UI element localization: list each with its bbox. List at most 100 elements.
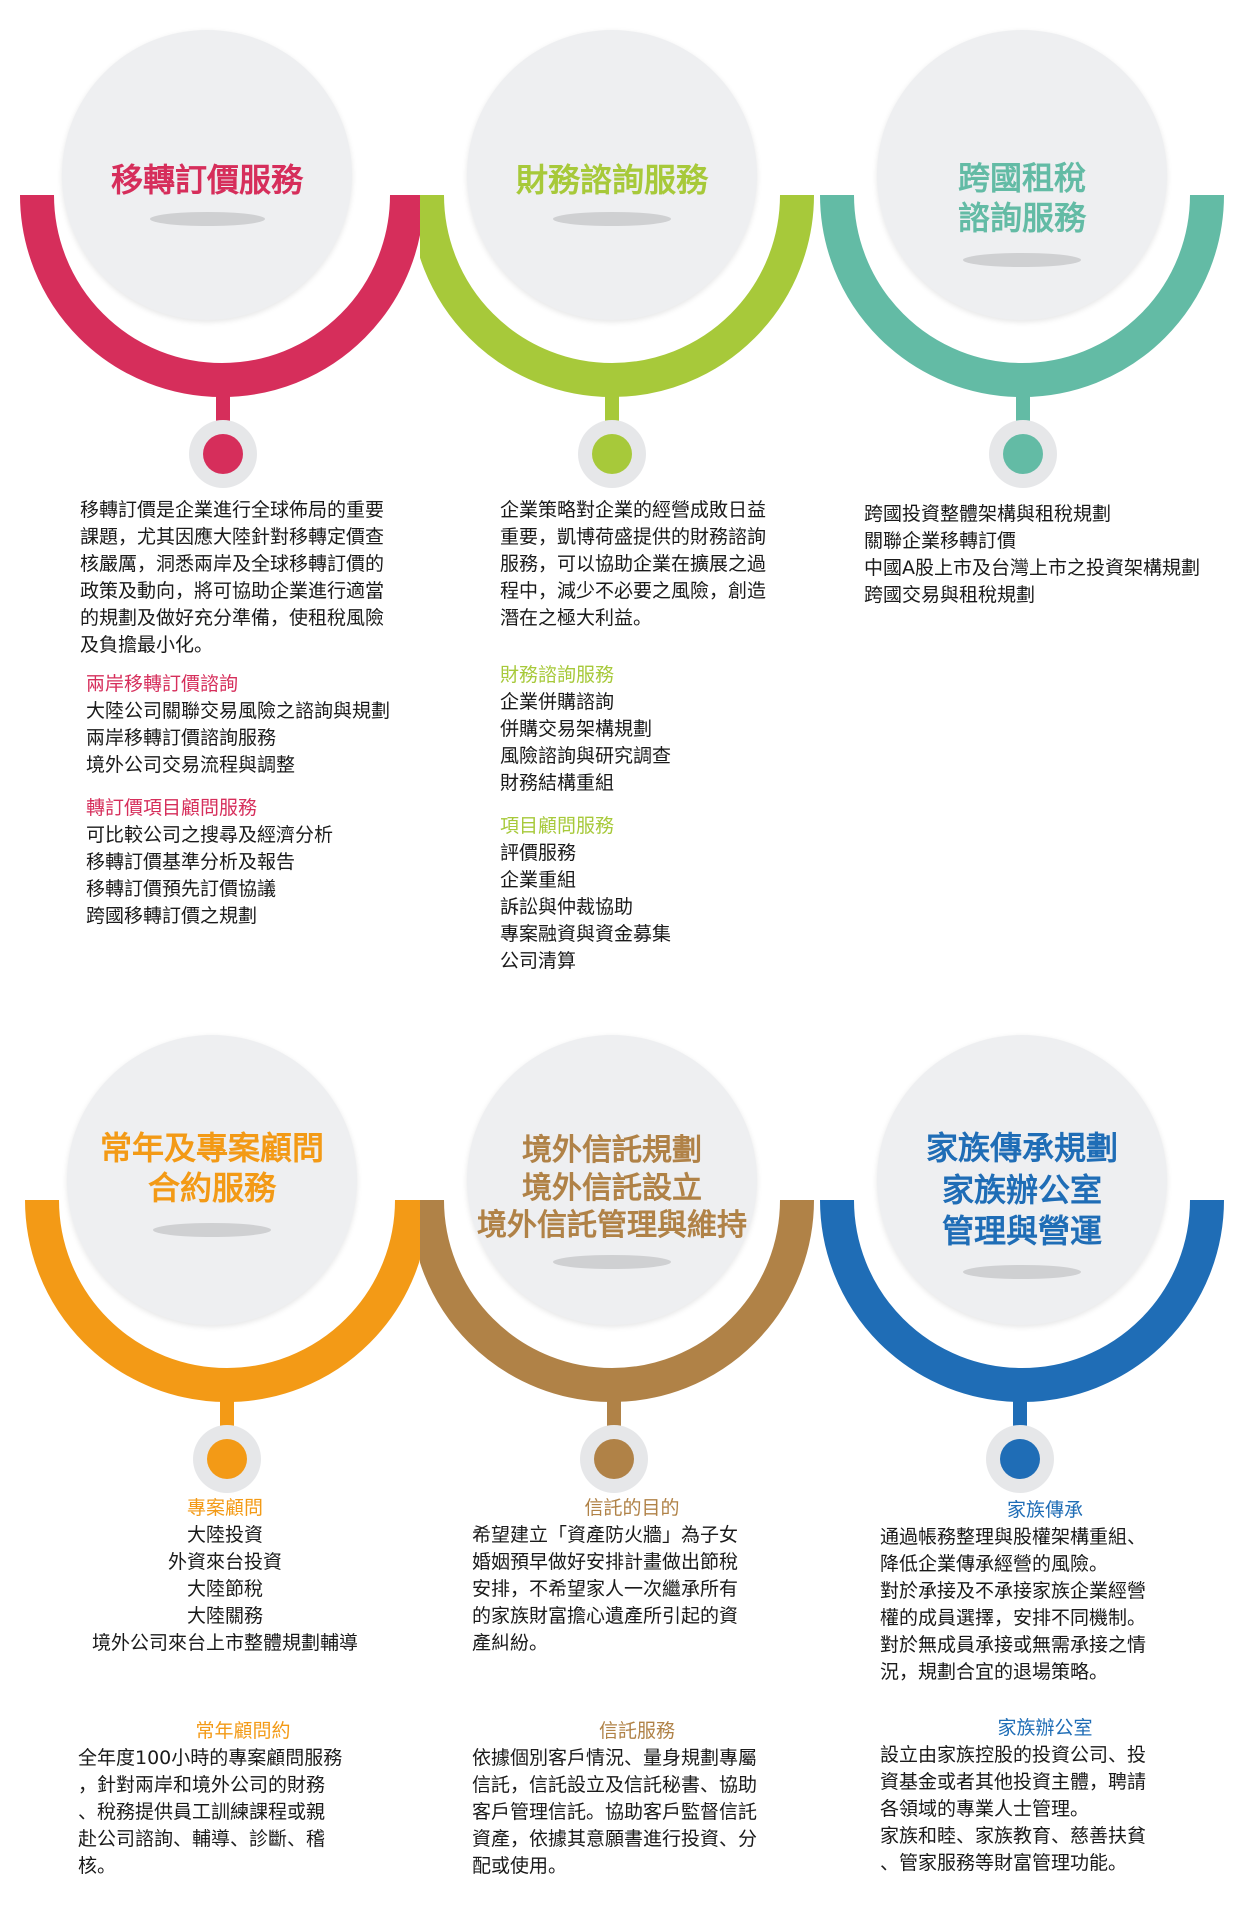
list-item: 赴公司諮詢、輔導、診斷、稽 bbox=[78, 1828, 326, 1850]
section-heading: 信託服務 bbox=[598, 1720, 675, 1742]
title-circle bbox=[62, 30, 352, 320]
title-shadow bbox=[153, 1223, 271, 1237]
list-item: 產糾紛。 bbox=[472, 1632, 549, 1654]
list-item: 權的成員選擇，安排不同機制。 bbox=[880, 1607, 1147, 1629]
list-item: 配或使用。 bbox=[472, 1855, 568, 1877]
connector-stem bbox=[607, 1385, 621, 1430]
list-item: 移轉訂價基準分析及報告 bbox=[86, 851, 296, 873]
service-financial-advisory: 財務諮詢服務 bbox=[420, 0, 840, 488]
advisory-contract-annual: 常年顧問約 全年度100小時的專案顧問服務 ，針對兩岸和境外公司的財務 、稅務提… bbox=[78, 1718, 408, 1880]
list-item: 兩岸移轉訂價諮詢服務 bbox=[86, 727, 277, 749]
connector-dot bbox=[592, 434, 632, 474]
service-title: 境外信託規劃 境外信託設立 境外信託管理與維持 bbox=[477, 1133, 747, 1243]
service-title: 常年及專案顧問 合約服務 bbox=[99, 1129, 324, 1207]
list-item: 大陸關務 bbox=[186, 1605, 263, 1627]
title-circle bbox=[467, 30, 757, 320]
list-item: 中國A股上市及台灣上市之投資架構規劃 bbox=[864, 557, 1200, 579]
family-heritage: 家族傳承 通過帳務整理與股權架構重組、 降低企業傳承經營的風險。 對於承接及不承… bbox=[880, 1497, 1210, 1686]
connector-stem bbox=[220, 1385, 234, 1430]
list-item: 客戶管理信託。協助客戶監督信託 bbox=[472, 1801, 758, 1823]
service-family-office: 家族傳承規劃 家族辦公室 管理與營運 bbox=[820, 1005, 1252, 1493]
title-shadow bbox=[553, 212, 671, 226]
title-shadow bbox=[963, 253, 1081, 267]
title-shadow bbox=[553, 1255, 671, 1269]
financial-advisory-sections: 財務諮詢服務 企業併購諮詢 併購交易架構規劃 風險諮詢與研究調查 財務結構重組 … bbox=[500, 662, 820, 975]
service-transfer-pricing: 移轉訂價服務 bbox=[0, 0, 420, 488]
service-title: 財務諮詢服務 bbox=[515, 161, 708, 199]
transfer-pricing-sections: 兩岸移轉訂價諮詢 大陸公司關聯交易風險之諮詢與規劃 兩岸移轉訂價諮詢服務 境外公… bbox=[86, 671, 436, 930]
service-title: 移轉訂價服務 bbox=[110, 161, 303, 199]
list-item: 婚姻預早做好安排計畫做出節稅 bbox=[472, 1551, 739, 1573]
list-item: 家族和睦、家族教育、慈善扶貧 bbox=[880, 1825, 1147, 1847]
list-item: 專案融資與資金募集 bbox=[500, 923, 672, 945]
advisory-contract-project: 專案顧問 大陸投資 外資來台投資 大陸節稅 大陸關務 境外公司來台上市整體規劃輔… bbox=[60, 1495, 390, 1657]
list-item: ，針對兩岸和境外公司的財務 bbox=[78, 1774, 326, 1796]
list-item: 安排，不希望家人一次繼承所有 bbox=[472, 1578, 739, 1600]
list-item: 企業併購諮詢 bbox=[500, 691, 615, 713]
section-heading: 財務諮詢服務 bbox=[500, 664, 615, 686]
offshore-trust-purpose: 信託的目的 希望建立「資產防火牆」為子女 婚姻預早做好安排計畫做出節稅 安排，不… bbox=[472, 1495, 792, 1657]
section-heading: 家族辦公室 bbox=[997, 1717, 1093, 1739]
list-item: 況，規劃合宜的退場策略。 bbox=[880, 1661, 1109, 1683]
list-item: 對於無成員承接或無需承接之情 bbox=[880, 1634, 1147, 1656]
title-circle bbox=[467, 1035, 757, 1325]
title-shadow bbox=[963, 1265, 1081, 1279]
list-item: 評價服務 bbox=[500, 842, 577, 864]
list-item: 公司清算 bbox=[500, 950, 577, 972]
list-item: 企業重組 bbox=[500, 869, 577, 891]
list-item: 全年度100小時的專案顧問服務 bbox=[78, 1747, 343, 1769]
connector-dot bbox=[1000, 1439, 1040, 1479]
list-item: 大陸節稅 bbox=[186, 1578, 263, 1600]
list-item: 、稅務提供員工訓練課程或親 bbox=[78, 1801, 326, 1823]
connector-stem bbox=[1016, 380, 1030, 425]
connector-stem bbox=[216, 380, 230, 425]
connector-dot bbox=[1003, 434, 1043, 474]
list-item: 境外公司來台上市整體規劃輔導 bbox=[91, 1632, 358, 1654]
family-office: 家族辦公室 設立由家族控股的投資公司、投 資基金或者其他投資主體，聘請 各領域的… bbox=[880, 1715, 1210, 1877]
section-heading: 兩岸移轉訂價諮詢 bbox=[86, 673, 239, 695]
section-heading: 家族傳承 bbox=[1006, 1499, 1083, 1521]
cross-border-tax-list: 跨國投資整體架構與租稅規劃 關聯企業移轉訂價 中國A股上市及台灣上市之投資架構規… bbox=[864, 501, 1244, 609]
offshore-trust-services: 信託服務 依據個別客戶情況、量身規劃專屬 信託，信託設立及信託秘書、協助 客戶管… bbox=[472, 1718, 802, 1880]
list-item: 設立由家族控股的投資公司、投 bbox=[880, 1744, 1147, 1766]
connector-stem bbox=[605, 380, 619, 425]
list-item: 可比較公司之搜尋及經濟分析 bbox=[86, 824, 334, 846]
section-heading: 信託的目的 bbox=[584, 1497, 680, 1519]
list-item: 依據個別客戶情況、量身規劃專屬 bbox=[472, 1747, 758, 1769]
list-item: 大陸投資 bbox=[186, 1524, 263, 1546]
title-shadow bbox=[150, 212, 265, 226]
list-item: 對於承接及不承接家族企業經營 bbox=[880, 1580, 1147, 1602]
service-offshore-trust: 境外信託規劃 境外信託設立 境外信託管理與維持 bbox=[420, 1005, 840, 1493]
connector-dot bbox=[203, 434, 243, 474]
list-item: 關聯企業移轉訂價 bbox=[864, 530, 1017, 552]
list-item: 希望建立「資產防火牆」為子女 bbox=[472, 1524, 739, 1546]
list-item: 資產，依據其意願書進行投資、分 bbox=[472, 1828, 758, 1850]
connector-dot bbox=[594, 1439, 634, 1479]
list-item: 財務結構重組 bbox=[500, 772, 615, 794]
connector-dot bbox=[207, 1439, 247, 1479]
list-item: 核。 bbox=[78, 1855, 117, 1877]
financial-advisory-intro: 企業策略對企業的經營成敗日益重要，凱博荷盛提供的財務諮詢服務，可以協助企業在擴展… bbox=[500, 499, 767, 629]
list-item: 併購交易架構規劃 bbox=[500, 718, 653, 740]
section-heading: 專案顧問 bbox=[186, 1497, 263, 1519]
service-title: 跨國租稅 諮詢服務 bbox=[957, 159, 1086, 237]
list-item: 跨國移轉訂價之規劃 bbox=[86, 905, 258, 927]
list-item: 、管家服務等財富管理功能。 bbox=[880, 1852, 1128, 1874]
list-item: 跨國交易與租稅規劃 bbox=[864, 584, 1036, 606]
list-item: 降低企業傳承經營的風險。 bbox=[880, 1553, 1109, 1575]
title-circle bbox=[877, 30, 1167, 320]
title-circle bbox=[67, 1035, 357, 1325]
list-item: 的家族財富擔心遺產所引起的資 bbox=[472, 1605, 739, 1627]
section-heading: 常年顧問約 bbox=[195, 1720, 291, 1742]
service-title: 家族傳承規劃 家族辦公室 管理與營運 bbox=[925, 1129, 1118, 1251]
section-heading: 項目顧問服務 bbox=[500, 815, 615, 837]
list-item: 境外公司交易流程與調整 bbox=[86, 754, 296, 776]
list-item: 訴訟與仲裁協助 bbox=[500, 896, 634, 918]
list-item: 外資來台投資 bbox=[167, 1551, 282, 1573]
list-item: 移轉訂價預先訂價協議 bbox=[86, 878, 277, 900]
connector-stem bbox=[1013, 1385, 1027, 1430]
transfer-pricing-intro: 移轉訂價是企業進行全球佈局的重要課題，尤其因應大陸針對移轉定價查核嚴厲，洞悉兩岸… bbox=[80, 499, 385, 656]
list-item: 跨國投資整體架構與租稅規劃 bbox=[864, 503, 1112, 525]
list-item: 各領域的專業人士管理。 bbox=[880, 1798, 1090, 1820]
service-cross-border-tax: 跨國租稅 諮詢服務 bbox=[820, 0, 1252, 488]
